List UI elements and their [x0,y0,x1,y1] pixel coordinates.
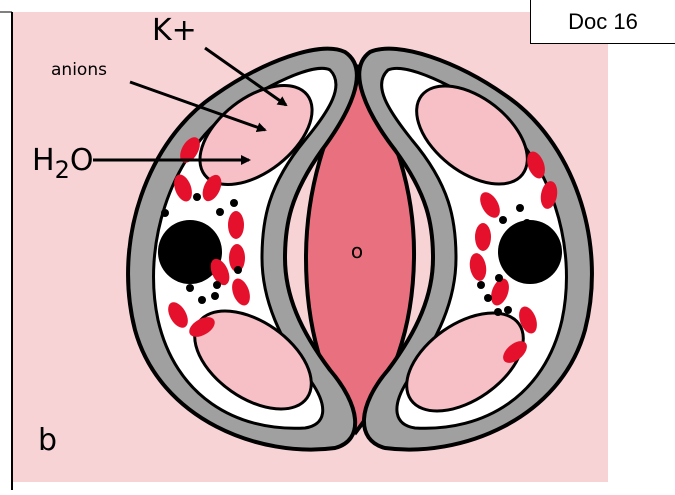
doc-label: Doc 16 [568,9,638,35]
nucleus-right [498,220,562,284]
doc-label-box: Doc 16 [530,0,675,44]
pore-label: o [351,239,363,263]
k-plus-label: K+ [152,13,197,48]
anions-label: anions [51,60,107,80]
panel-letter: b [38,423,57,458]
